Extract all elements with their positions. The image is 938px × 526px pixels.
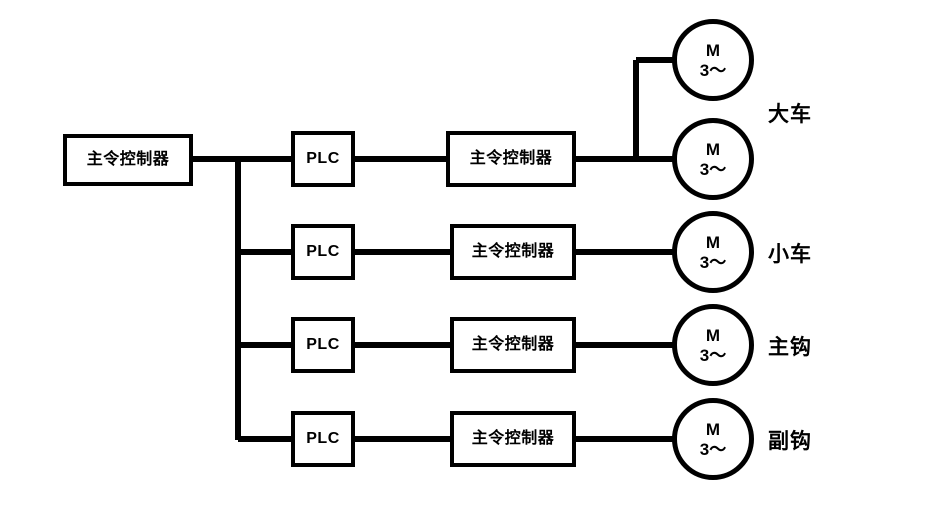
- motor-symbol-2: M: [705, 232, 721, 252]
- motor-phase-1b: 3～: [699, 159, 727, 179]
- motor-phase-3: 3～: [699, 345, 727, 365]
- controller-box-4[interactable]: 主令控制器: [450, 411, 576, 467]
- motor-3[interactable]: M 3～: [672, 304, 754, 386]
- motor-symbol-1b: M: [705, 139, 721, 159]
- plc-label-4: PLC: [306, 430, 340, 447]
- motor-phase-1a: 3～: [699, 60, 727, 80]
- source-controller-label: 主令控制器: [86, 151, 170, 168]
- plc-box-4[interactable]: PLC: [291, 411, 355, 467]
- motor-symbol-1a: M: [705, 40, 721, 60]
- plc-box-3[interactable]: PLC: [291, 317, 355, 373]
- motor-symbol-4: M: [705, 419, 721, 439]
- plc-label-1: PLC: [306, 150, 340, 167]
- axis-label-1: 大车: [768, 103, 812, 126]
- controller-box-2[interactable]: 主令控制器: [450, 224, 576, 280]
- motor-1a[interactable]: M 3～: [672, 19, 754, 101]
- plc-label-3: PLC: [306, 336, 340, 353]
- controller-label-4: 主令控制器: [471, 430, 555, 447]
- controller-label-2: 主令控制器: [471, 243, 555, 260]
- motor-phase-2: 3～: [699, 252, 727, 272]
- controller-box-3[interactable]: 主令控制器: [450, 317, 576, 373]
- motor-1b[interactable]: M 3～: [672, 118, 754, 200]
- controller-label-3: 主令控制器: [471, 336, 555, 353]
- axis-label-2: 小车: [768, 243, 812, 266]
- motor-symbol-3: M: [705, 325, 721, 345]
- motor-2[interactable]: M 3～: [672, 211, 754, 293]
- plc-box-1[interactable]: PLC: [291, 131, 355, 187]
- plc-box-2[interactable]: PLC: [291, 224, 355, 280]
- controller-box-1[interactable]: 主令控制器: [446, 131, 576, 187]
- axis-label-4: 副钩: [768, 430, 812, 453]
- axis-label-3: 主钩: [768, 336, 812, 359]
- motor-4[interactable]: M 3～: [672, 398, 754, 480]
- source-controller-box[interactable]: 主令控制器: [63, 134, 193, 186]
- plc-label-2: PLC: [306, 243, 340, 260]
- motor-phase-4: 3～: [699, 439, 727, 459]
- controller-label-1: 主令控制器: [469, 150, 553, 167]
